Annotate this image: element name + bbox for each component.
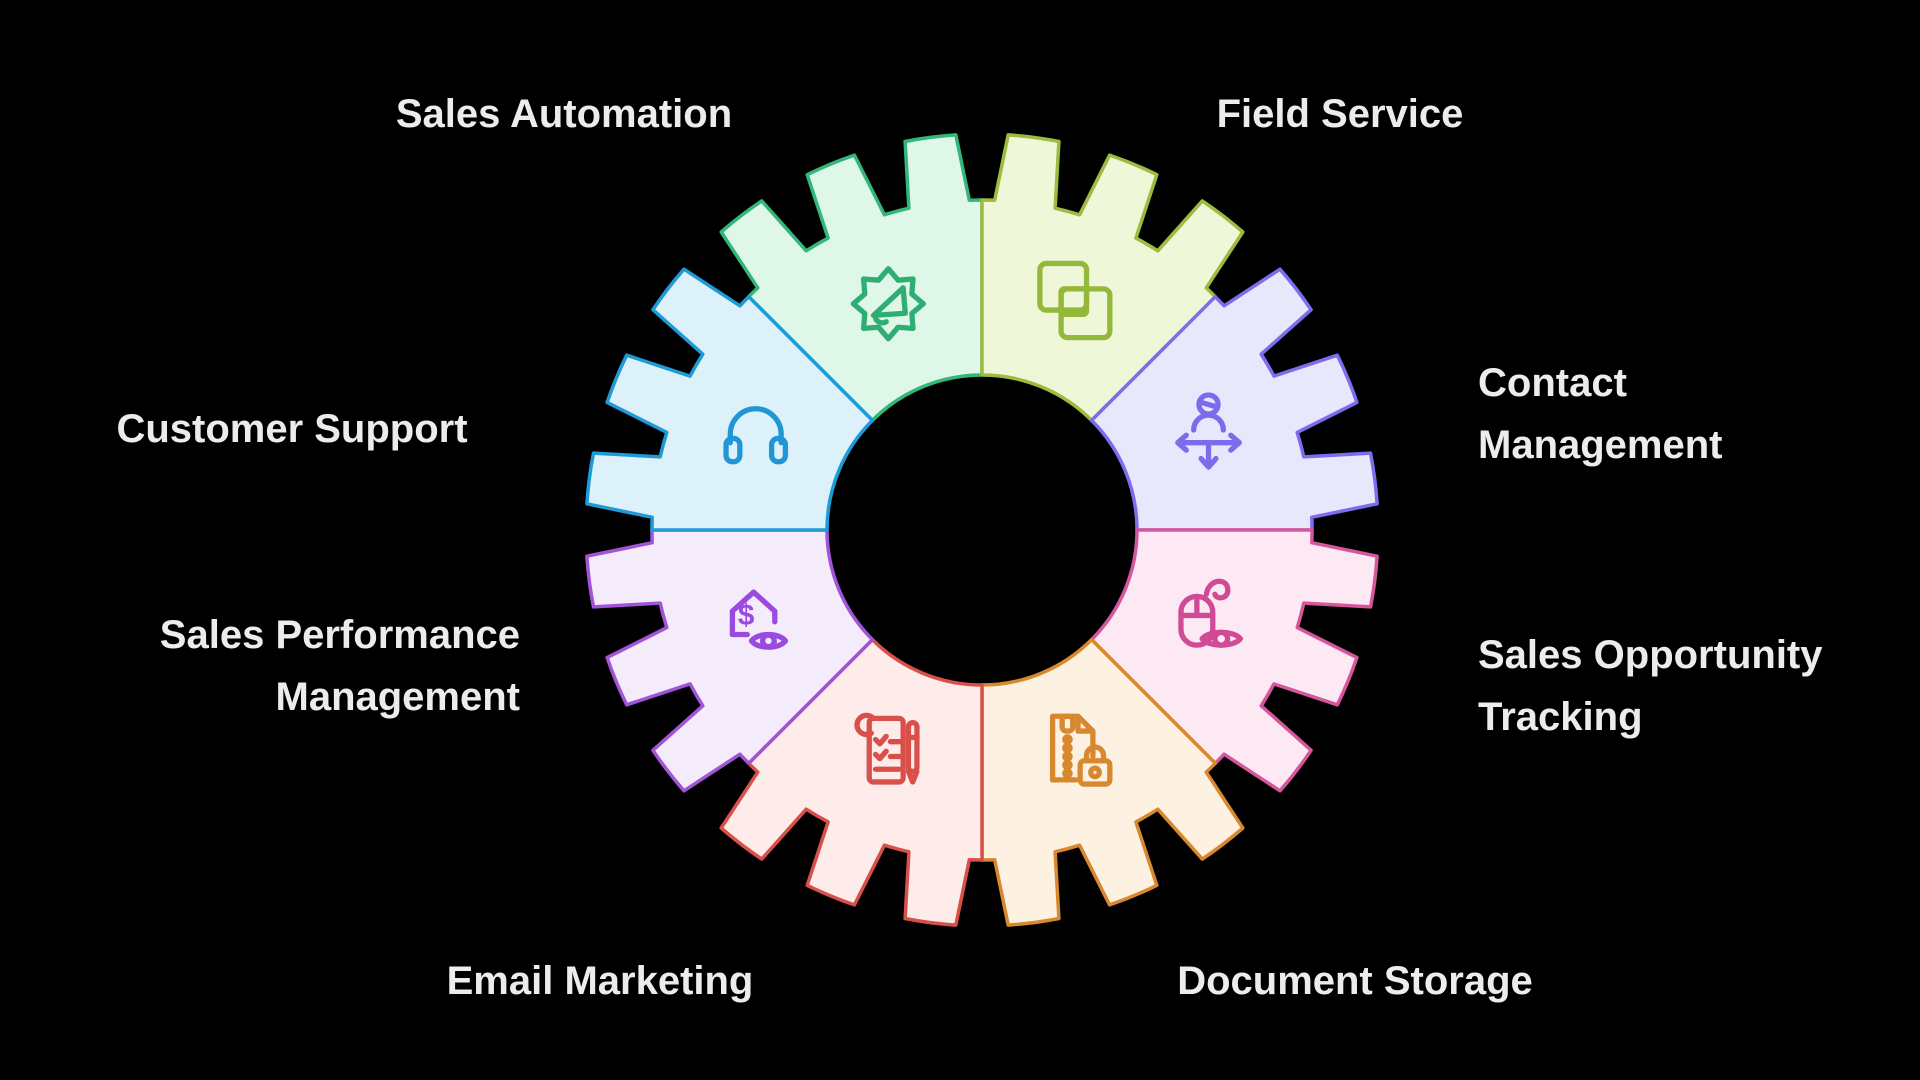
label-line: Field Service [1216,92,1464,136]
label-sales-performance-management: Sales Performance Management [100,604,520,728]
label-line: Tracking [1478,695,1643,739]
label-line: Contact [1478,361,1627,405]
label-email-marketing: Email Marketing [400,950,800,1012]
gear-segment-right-lower [1089,528,1379,793]
label-customer-support: Customer Support [92,398,492,460]
label-line: Sales Opportunity [1478,633,1823,677]
label-sales-automation: Sales Automation [364,83,764,145]
label-line: Email Marketing [446,959,754,1003]
label-document-storage: Document Storage [1155,950,1555,1012]
label-line: Customer Support [116,407,468,451]
label-line: Management [275,675,521,719]
label-line: Management [1478,423,1723,467]
gear-segment-top-left [719,133,984,423]
label-contact-management: Contact Management [1478,352,1723,476]
gear-segment-top-right [980,133,1245,423]
gear-segment-left-lower [585,528,875,793]
label-line: Sales Automation [395,92,733,136]
gear-segment-right-upper [1089,267,1379,532]
label-field-service: Field Service [1140,83,1540,145]
gear-segment-bottom-left [719,637,984,927]
gear-segment-bottom-right [980,637,1245,927]
gear-segment-left-upper [585,267,875,532]
label-sales-opportunity-tracking: Sales Opportunity Tracking [1478,624,1823,748]
label-line: Sales Performance [159,613,520,657]
label-line: Document Storage [1177,959,1533,1003]
